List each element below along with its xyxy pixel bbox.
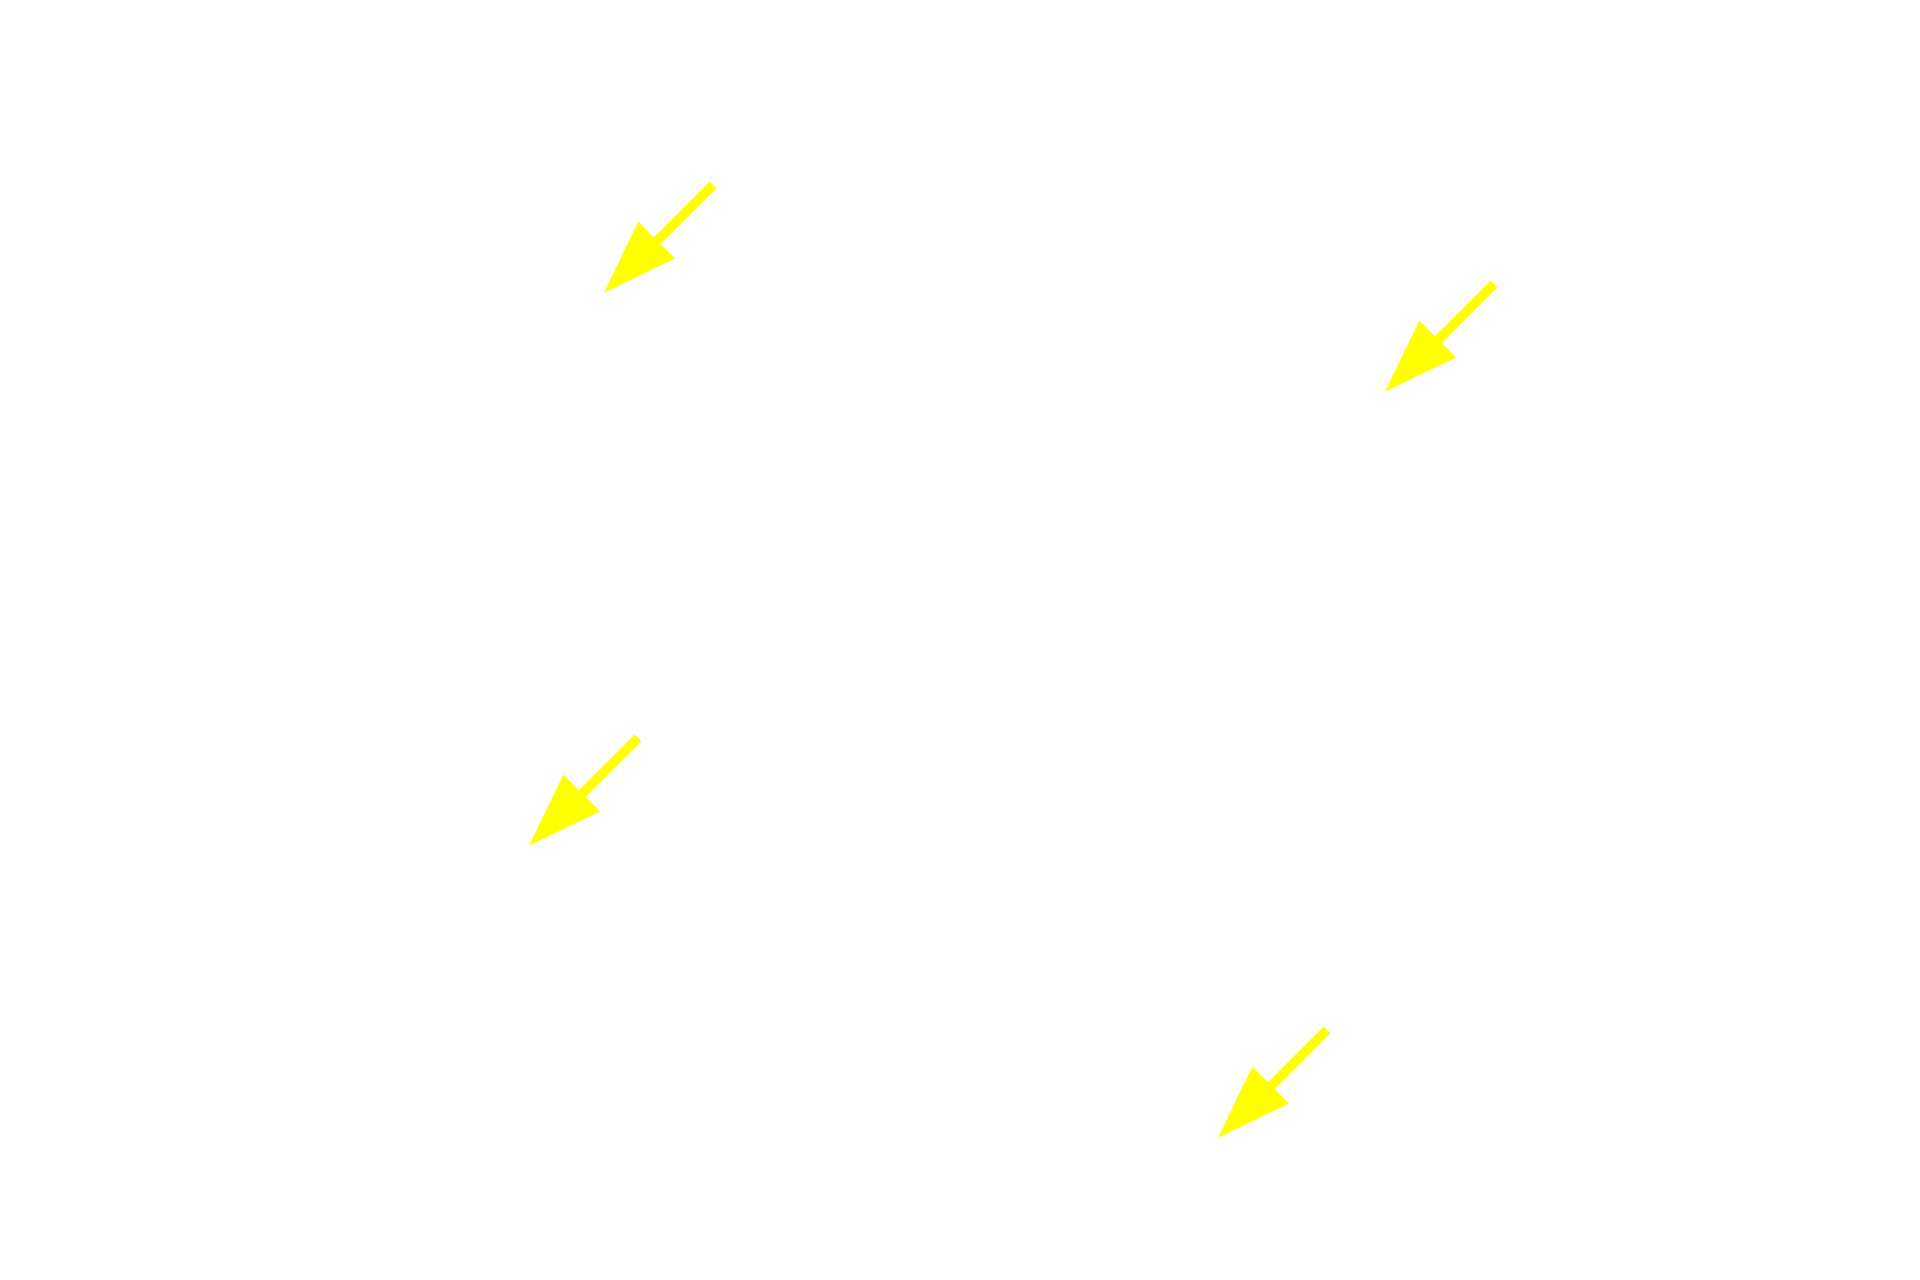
- arrow-icon-2: [1385, 280, 1498, 392]
- arrow-icon-1: [604, 181, 717, 293]
- arrow-icon-3: [529, 734, 642, 846]
- arrow-icon-4: [1218, 1026, 1331, 1138]
